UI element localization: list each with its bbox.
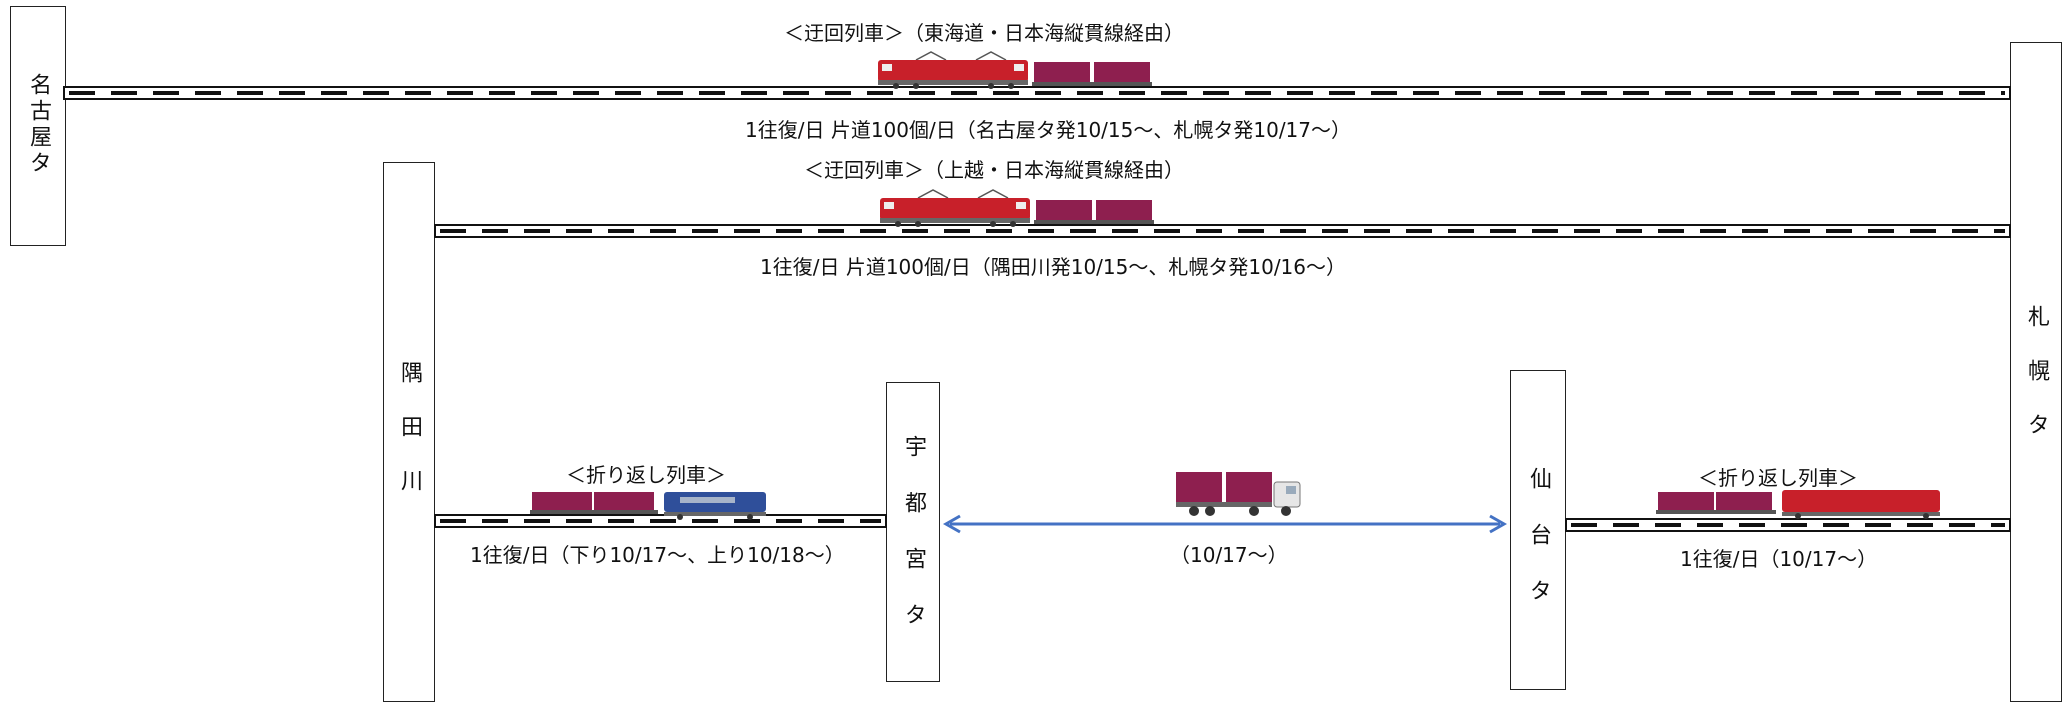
route4-frequency: 1往復/日（10/17～） [1680,547,1878,571]
station-sumidagawa: 隅田川 [383,162,435,702]
station-sendai: 仙台タ [1510,370,1566,690]
train-red-loco-route2 [880,189,1154,227]
station-name: 札幌タ [2024,305,2049,467]
route1-frequency: 1往復/日 片道100個/日（名古屋タ発10/15～、札幌タ発10/17～） [745,118,1352,142]
track-sendai-sapporo [1565,518,2011,532]
train-red-loco-route4 [1656,490,1940,519]
truck-route-label: （10/17～） [1170,543,1288,567]
station-utsunomiya: 宇都宮タ [886,382,940,682]
route2-frequency: 1往復/日 片道100個/日（隅田川発10/15～、札幌タ発10/16～） [760,255,1347,279]
track-sumidagawa-utsunomiya [434,514,887,528]
route2-title: ＜迂回列車＞（上越・日本海縦貫線経由） [804,158,1184,182]
track-nagoya-sapporo [63,86,2011,100]
station-name: 名古屋タ [26,73,51,177]
station-sapporo: 札幌タ [2010,42,2062,702]
route4-title: ＜折り返し列車＞ [1698,466,1858,490]
station-name: 宇都宮タ [901,435,926,659]
train-red-loco-route1 [878,51,1152,89]
station-name: 仙台タ [1526,467,1551,635]
route3-frequency: 1往復/日（下り10/17～、上り10/18～） [470,543,845,567]
route3-title: ＜折り返し列車＞ [566,463,726,487]
station-name: 隅田川 [397,361,422,523]
truck-icon [1176,472,1301,516]
route1-title: ＜迂回列車＞（東海道・日本海縦貫線経由） [784,21,1184,45]
station-nagoya: 名古屋タ [10,6,66,246]
truck-route-arrow [942,514,1508,534]
track-sumidagawa-sapporo [434,224,2011,238]
train-blue-loco-route3 [530,492,766,520]
